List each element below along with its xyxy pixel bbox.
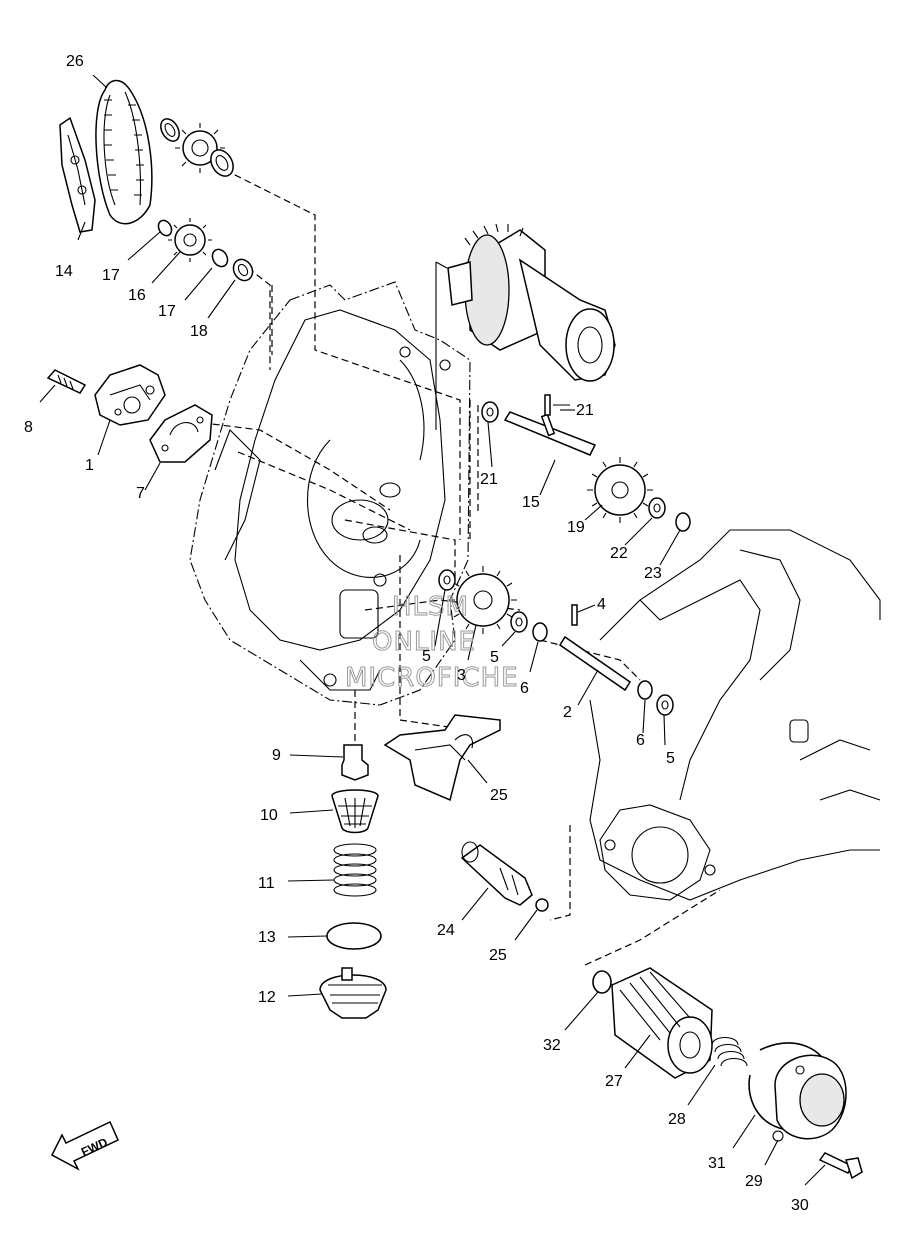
watermark-line-2: ONLINE xyxy=(372,627,476,657)
callout-16: 16 xyxy=(128,287,146,304)
part-14-chain-guide xyxy=(59,116,96,233)
callout-14: 14 xyxy=(55,263,73,280)
callout-31: 31 xyxy=(708,1155,726,1172)
callout-25: 25 xyxy=(490,787,508,804)
callout-28: 28 xyxy=(668,1111,686,1128)
callout-4: 4 xyxy=(597,596,606,613)
callout-30: 30 xyxy=(791,1197,809,1214)
callout-6b: 6 xyxy=(636,732,645,749)
part-26-cam-chain xyxy=(95,79,153,225)
strainer-stack xyxy=(319,744,387,1019)
crankcase-right xyxy=(589,529,881,901)
callout-9: 9 xyxy=(272,747,281,764)
watermark-line-1: HLSM xyxy=(392,592,469,622)
callout-32: 32 xyxy=(543,1037,561,1054)
callout-5a: 5 xyxy=(422,648,431,665)
callout-17b: 17 xyxy=(158,303,176,320)
callout-20: 21 xyxy=(576,402,594,419)
callout-2: 2 xyxy=(563,704,572,721)
callout-15: 15 xyxy=(522,494,540,511)
callout-12: 12 xyxy=(258,989,276,1006)
callout-27: 27 xyxy=(605,1073,623,1090)
callout-5c: 5 xyxy=(666,750,675,767)
crankshaft-assembly xyxy=(435,223,616,430)
relief-valve-23 xyxy=(460,841,549,912)
callout-21b: 22 xyxy=(610,545,628,562)
callout-13: 13 xyxy=(258,929,276,946)
callout-6a: 6 xyxy=(520,680,529,697)
shaft-15-group xyxy=(481,394,691,532)
watermark-line-3: MICROFICHE xyxy=(345,663,519,693)
callout-3: 3 xyxy=(457,667,466,684)
callout-8: 8 xyxy=(24,419,33,436)
callout-19: 19 xyxy=(567,519,585,536)
callout-24: 25 xyxy=(489,947,507,964)
callout-22: 23 xyxy=(644,565,662,582)
leader-lines xyxy=(39,74,826,1186)
shaft-2-group xyxy=(438,566,674,716)
callout-5b: 5 xyxy=(490,649,499,666)
oil-pump-cover-group xyxy=(46,364,213,463)
callout-26: 26 xyxy=(66,53,84,70)
watermark: HLSM ONLINE MICROFICHE xyxy=(345,592,519,694)
part-25-baffle xyxy=(383,714,501,802)
callout-21a: 21 xyxy=(480,471,498,488)
callout-11: 11 xyxy=(258,875,275,892)
sprocket-parts-top xyxy=(157,118,254,282)
oil-filter-group xyxy=(592,967,863,1180)
callout-18: 18 xyxy=(190,323,208,340)
callout-7: 7 xyxy=(136,485,145,502)
callout-labels: 26 14 17 16 17 18 8 1 7 21 21 15 19 22 2… xyxy=(24,53,809,1214)
callout-29: 29 xyxy=(745,1173,763,1190)
callout-23: 24 xyxy=(437,922,455,939)
fwd-direction-arrow: FWD xyxy=(51,1120,119,1171)
callout-10: 10 xyxy=(260,807,278,824)
callout-17a: 17 xyxy=(102,267,120,284)
crankcase-left xyxy=(189,281,471,706)
callout-1: 1 xyxy=(85,457,94,474)
